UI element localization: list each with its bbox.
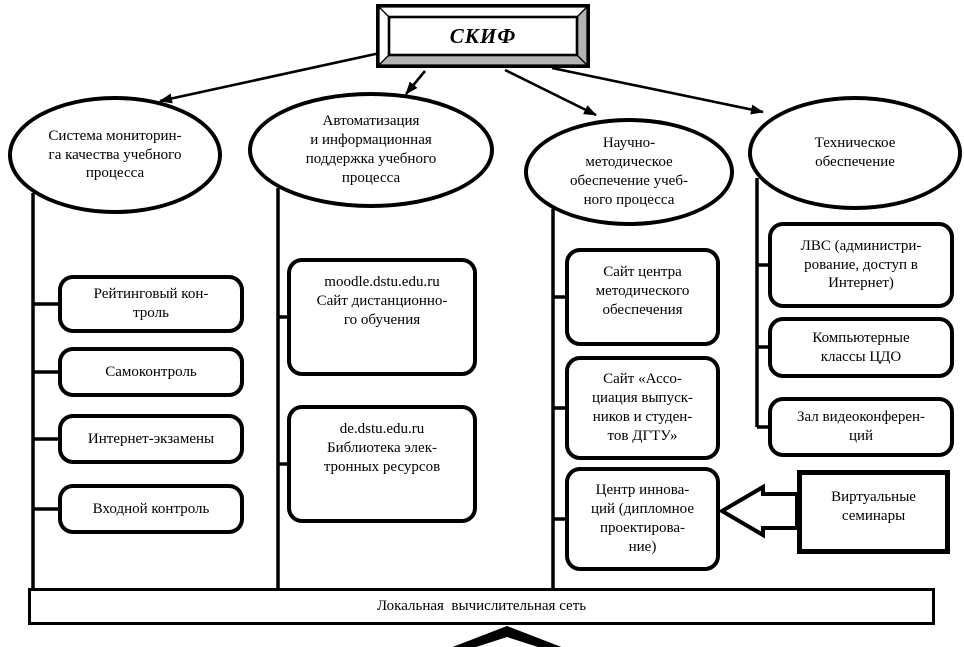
child-box-entry-control: Входной контроль: [58, 484, 244, 534]
network-bar: Локальная вычислительная сеть: [28, 588, 935, 625]
network-up-arrow: [452, 626, 562, 647]
root-branch-arrow-4: [551, 66, 764, 115]
root-node-skif: СКИФ: [376, 4, 590, 68]
branch-ellipse-technical: Техническое обеспечение: [748, 96, 962, 210]
root-node-frame: [376, 4, 590, 68]
child-box-videoconference-hall: Зал видеоконферен- ций: [768, 397, 954, 457]
child-box-method-centre-site: Сайт центра методического обеспечения: [565, 248, 720, 346]
root-branch-arrow-3: [504, 68, 597, 117]
child-box-moodle-site: moodle.dstu.edu.ru Сайт дистанционно- го…: [287, 258, 477, 376]
child-box-computer-classes: Компьютерные классы ЦДО: [768, 317, 954, 378]
child-box-internet-exams: Интернет-экзамены: [58, 414, 244, 464]
stub-lines-1: [33, 302, 62, 511]
child-box-e-library: de.dstu.edu.ru Библиотека элек- тронных …: [287, 405, 477, 523]
branch-ellipse-methodical: Научно- методическое обеспечение учеб- н…: [524, 118, 734, 226]
side-box-virtual-seminars: Виртуальные семинары: [797, 470, 950, 554]
child-box-alumni-site: Сайт «Ассо- циация выпуск- ников и студе…: [565, 356, 720, 460]
block-arrow-left: [718, 483, 799, 539]
root-node-label: СКИФ: [449, 23, 517, 48]
root-branch-arrow-2: [404, 70, 427, 95]
branch-ellipse-automation: Автоматизация и информационная поддержка…: [248, 92, 494, 208]
child-box-innovation-centre: Центр иннова- ций (дипломное проектирова…: [565, 467, 720, 571]
child-box-self-control: Самоконтроль: [58, 347, 244, 397]
child-box-lan-admin: ЛВС (администри- рование, доступ в Интер…: [768, 222, 954, 308]
child-box-rating-control: Рейтинговый кон- троль: [58, 275, 244, 333]
branch-ellipse-monitoring: Система мониторин- га качества учебного …: [8, 96, 222, 214]
root-branch-arrow-1: [159, 51, 381, 104]
